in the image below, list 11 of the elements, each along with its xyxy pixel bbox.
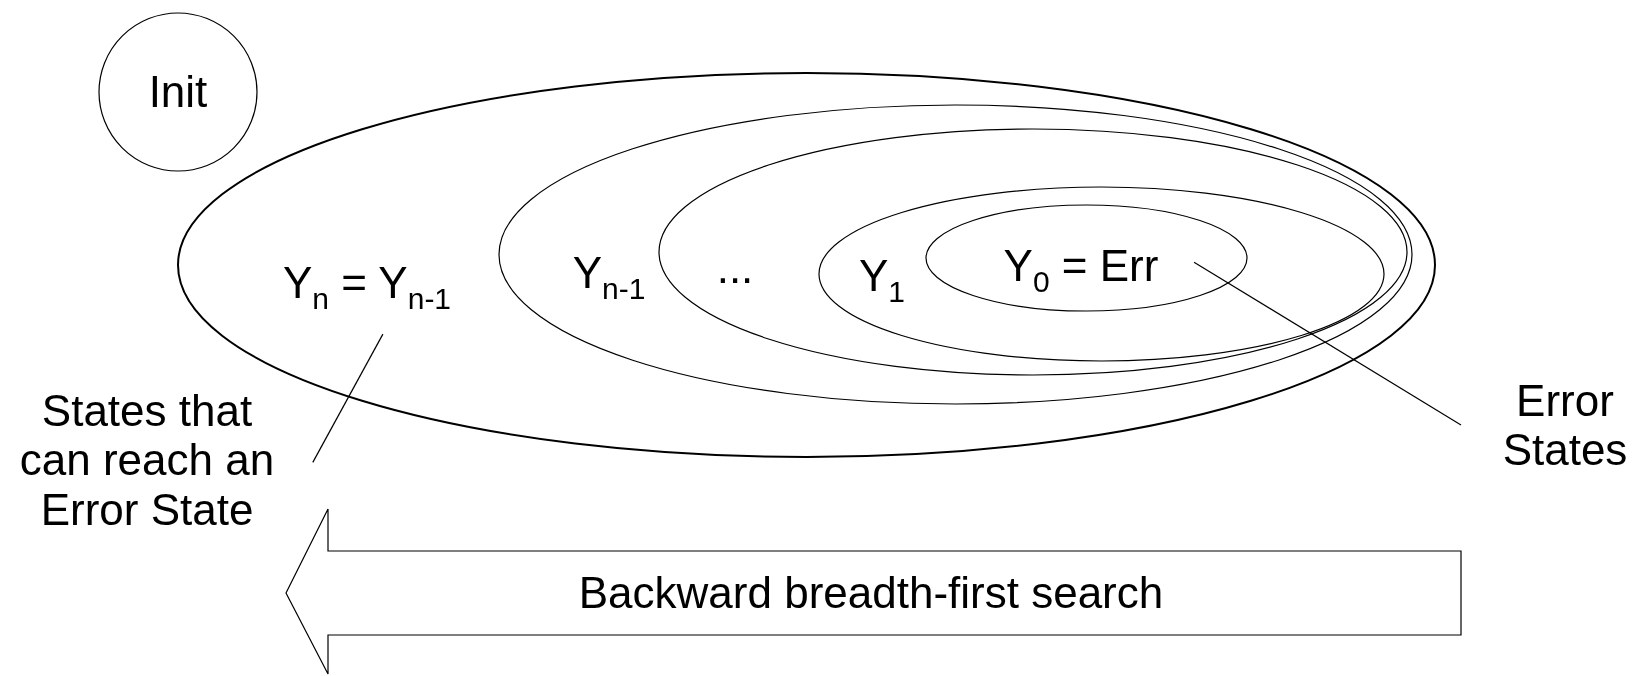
set-label: Y$_{n-1}$ [572, 248, 646, 298]
set-label: Y$_{1}$ [859, 251, 905, 301]
set-label: Y$_{0}$ = Err [1003, 241, 1159, 291]
leader-line [1193, 261, 1462, 426]
leader-line [312, 333, 384, 463]
set-label: Y$_{n}$ = Y$_{n-1}$ [282, 258, 452, 308]
set-label: ... [716, 243, 754, 293]
annotation-text: Error States [1501, 375, 1629, 475]
init-label: Init [148, 67, 208, 117]
annotation-text: States that can reach an Error State [18, 386, 276, 534]
arrow-label: Backward breadth-first search [578, 568, 1164, 618]
